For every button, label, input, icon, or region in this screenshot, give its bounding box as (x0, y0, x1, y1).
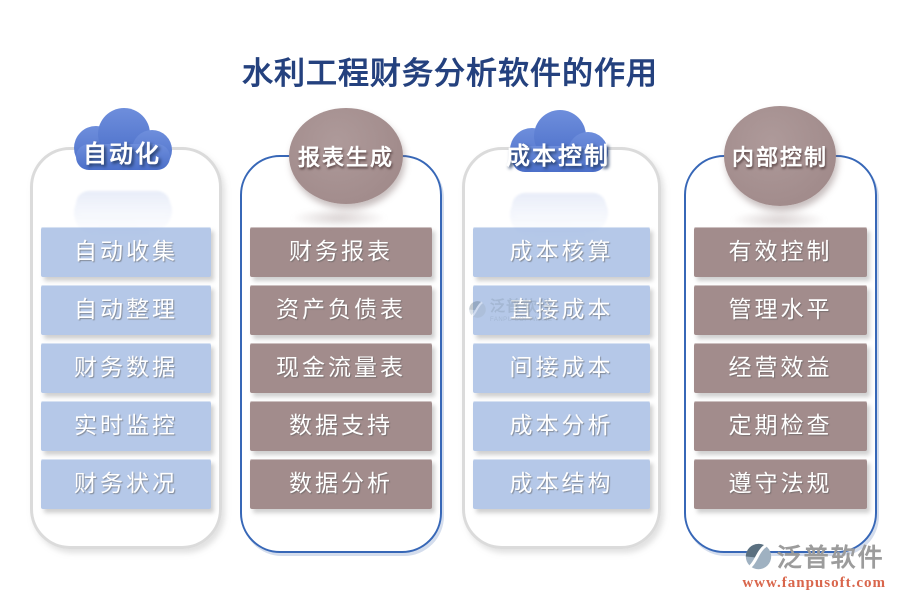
list-item: 成本结构 (473, 459, 650, 509)
list-item: 经营效益 (694, 343, 867, 393)
ellipse-header-report-generation: 报表生成 (289, 108, 403, 204)
fanpu-logo-icon (745, 543, 771, 569)
list-item: 自动整理 (41, 285, 211, 335)
column-report-generation: 财务报表 资产负债表 现金流量表 数据支持 数据分析 (240, 155, 442, 553)
list-item: 财务状况 (41, 459, 211, 509)
list-item: 管理水平 (694, 285, 867, 335)
column-cost-control: 成本核算 直接成本 间接成本 成本分析 成本结构 (462, 147, 661, 549)
fanpu-logo-icon (469, 301, 486, 318)
ellipse-reflection (291, 208, 387, 228)
page-title: 水利工程财务分析软件的作用 (242, 56, 658, 91)
column-internal-control: 有效控制 管理水平 经营效益 定期检查 遵守法规 (684, 155, 877, 553)
column-header-label: 报表生成 (297, 145, 394, 170)
watermark-text: 泛普软件 FANPU SOFTWARE (490, 299, 555, 324)
watermark-brand: 泛普软件 (490, 299, 555, 315)
list-item: 资产负债表 (250, 285, 432, 335)
list-item: 财务报表 (250, 227, 432, 277)
column-internal-items: 有效控制 管理水平 经营效益 定期检查 遵守法规 (694, 227, 867, 509)
ellipse-reflection (731, 210, 827, 230)
list-item: 遵守法规 (694, 459, 867, 509)
watermark: 泛普软件 FANPU SOFTWARE (468, 300, 554, 323)
list-item: 有效控制 (694, 227, 867, 277)
column-report-items: 财务报表 资产负债表 现金流量表 数据支持 数据分析 (250, 227, 432, 509)
column-automation: 自动收集 自动整理 财务数据 实时监控 财务状况 (30, 147, 222, 549)
list-item: 数据支持 (250, 401, 432, 451)
column-header-label: 内部控制 (731, 145, 828, 170)
column-automation-items: 自动收集 自动整理 财务数据 实时监控 财务状况 (41, 227, 211, 509)
cloud-header-automation: 自动化 (62, 100, 182, 180)
watermark-subtitle: FANPU SOFTWARE (490, 317, 553, 323)
column-cost-items: 成本核算 直接成本 间接成本 成本分析 成本结构 (473, 227, 650, 509)
column-header-label: 成本控制 (506, 144, 610, 170)
cloud-reflection (62, 181, 182, 261)
logo-url: www.fanpusoft.com (742, 575, 886, 591)
list-item: 现金流量表 (250, 343, 432, 393)
list-item: 财务数据 (41, 343, 211, 393)
column-header-label: 自动化 (83, 142, 161, 168)
list-item: 数据分析 (250, 459, 432, 509)
cloud-reflection (498, 183, 618, 263)
list-item: 成本分析 (473, 401, 650, 451)
cloud-header-cost-control: 成本控制 (498, 102, 618, 182)
list-item: 直接成本 (473, 285, 650, 335)
ellipse-header-internal-control: 内部控制 (724, 106, 836, 206)
list-item: 实时监控 (41, 401, 211, 451)
list-item: 定期检查 (694, 401, 867, 451)
logo-brand: 泛普软件 (776, 545, 885, 572)
logo-row: 泛普软件 (744, 538, 885, 574)
fanpu-logo: 泛普软件 www.fanpusoft.com (742, 538, 886, 592)
list-item: 间接成本 (473, 343, 650, 393)
